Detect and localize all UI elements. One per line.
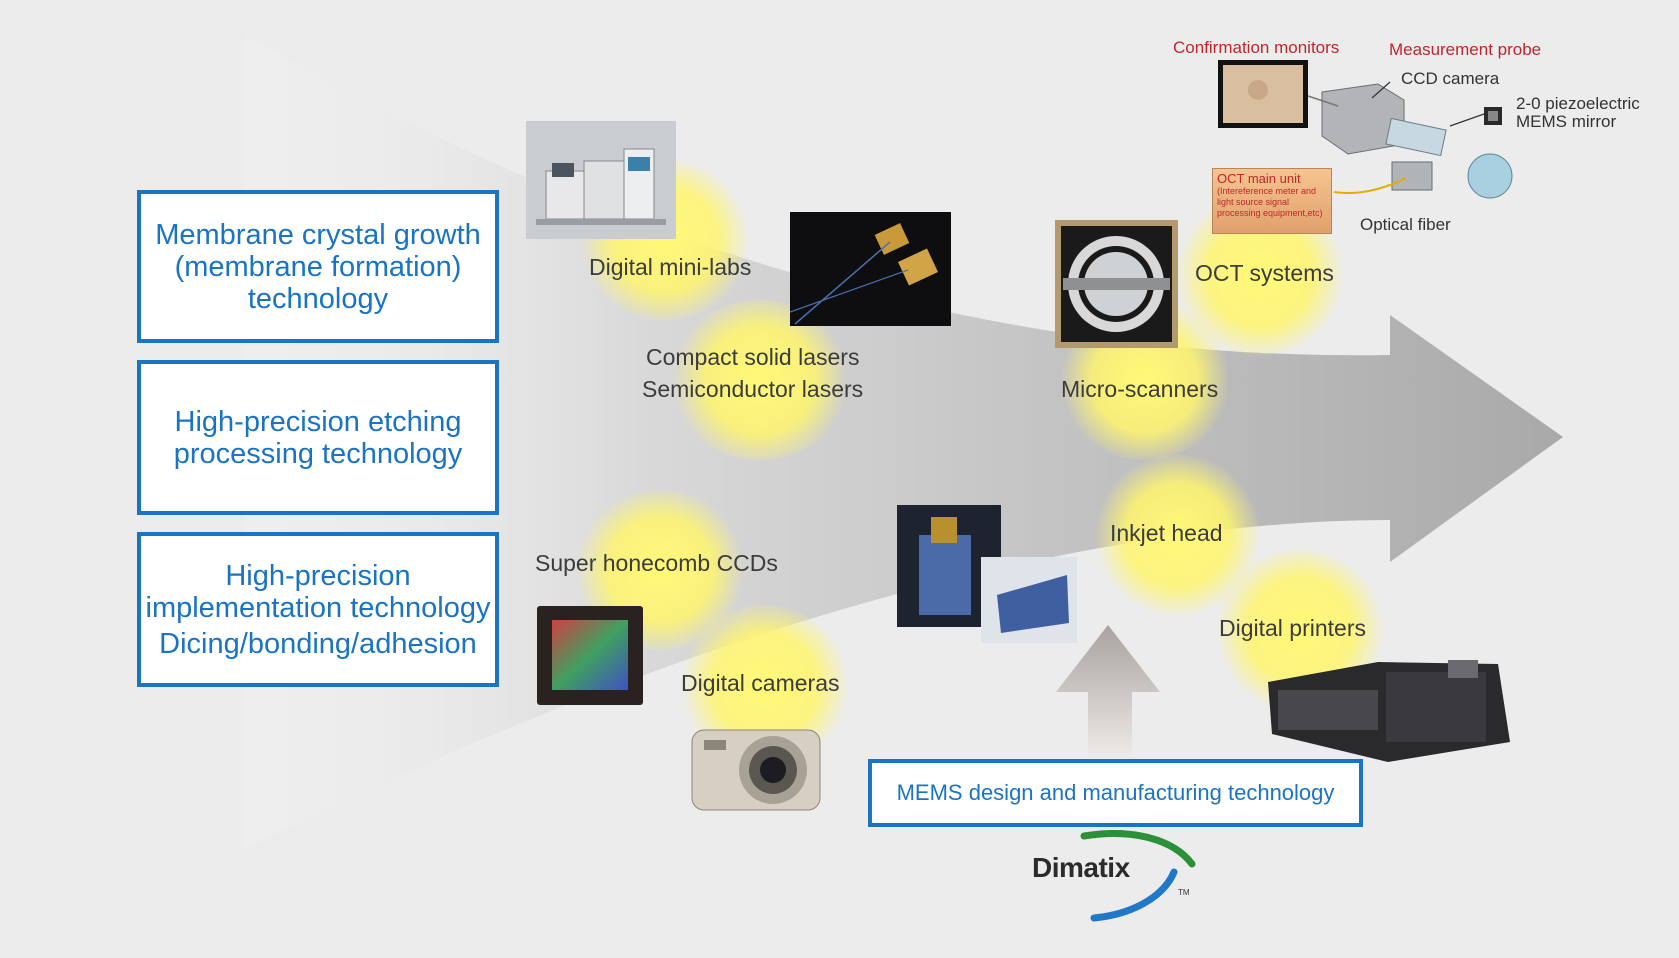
oct-systems-label: OCT systems — [1195, 260, 1334, 286]
oct-connection-lines — [1307, 81, 1485, 194]
etching-technology-box: High-precision etching processing techno… — [137, 360, 499, 515]
etching-line-1: High-precision etching — [174, 405, 462, 438]
dimatix-logo-text: Dimatix — [1032, 852, 1130, 883]
digital-mini-labs-label: Digital mini-labs — [589, 254, 752, 280]
inkjet-head-label: Inkjet head — [1110, 520, 1223, 546]
ccd-sensor-image — [537, 606, 643, 705]
mems-technology-label: MEMS design and manufacturing technology — [896, 780, 1335, 805]
ccd-camera-label: CCD camera — [1401, 69, 1500, 88]
implementation-technology-box: High-precision implementation technology… — [137, 532, 499, 687]
camera-image — [691, 729, 821, 811]
lasers-image — [790, 212, 951, 326]
oct-main-unit-title: OCT main unit — [1217, 171, 1301, 186]
printer-image — [1268, 660, 1510, 762]
implementation-line-1: High-precision — [225, 559, 411, 592]
dimatix-logo — [1080, 830, 1196, 922]
oct-probe-image — [1321, 83, 1513, 199]
mems-technology-box: MEMS design and manufacturing technology — [868, 759, 1363, 827]
mems-mirror-label-1: 2-0 piezoelectric — [1516, 94, 1640, 113]
oct-main-unit-box: OCT main unit (Intereference meter and l… — [1212, 168, 1332, 234]
optical-fiber-label: Optical fiber — [1360, 215, 1451, 234]
confirmation-monitor-image — [1218, 60, 1308, 128]
micro-scanner-image — [1055, 220, 1178, 348]
confirmation-monitors-label: Confirmation monitors — [1173, 38, 1340, 57]
oct-main-unit-detail-3: processing equipment,etc) — [1217, 208, 1323, 218]
mems-mirror-label-2: MEMS mirror — [1516, 112, 1617, 131]
super-honeycomb-ccds-label: Super honecomb CCDs — [535, 550, 778, 576]
inkjet-head-image — [897, 505, 1077, 643]
implementation-line-3: Dicing/bonding/adhesion — [159, 627, 477, 660]
oct-main-unit-detail-1: (Intereference meter and — [1217, 186, 1317, 196]
membrane-line-2: (membrane formation) — [174, 250, 462, 283]
mems-mirror-chip-icon — [1484, 107, 1502, 125]
mini-lab-image — [526, 121, 676, 239]
dimatix-logo-tm: TM — [1178, 888, 1190, 897]
etching-line-2: processing technology — [173, 437, 463, 470]
measurement-probe-label: Measurement probe — [1389, 40, 1542, 59]
implementation-line-2: implementation technology — [145, 591, 491, 624]
oct-main-unit-detail-2: light source signal — [1217, 197, 1290, 207]
membrane-line-1: Membrane crystal growth — [155, 218, 481, 251]
micro-scanners-label: Micro-scanners — [1061, 376, 1219, 402]
digital-cameras-label: Digital cameras — [681, 670, 840, 696]
membrane-technology-box: Membrane crystal growth (membrane format… — [137, 190, 499, 343]
digital-printers-label: Digital printers — [1219, 615, 1366, 641]
membrane-line-3: technology — [247, 282, 389, 315]
compact-solid-lasers-label: Compact solid lasers — [646, 344, 860, 370]
semiconductor-lasers-label: Semiconductor lasers — [642, 376, 864, 402]
